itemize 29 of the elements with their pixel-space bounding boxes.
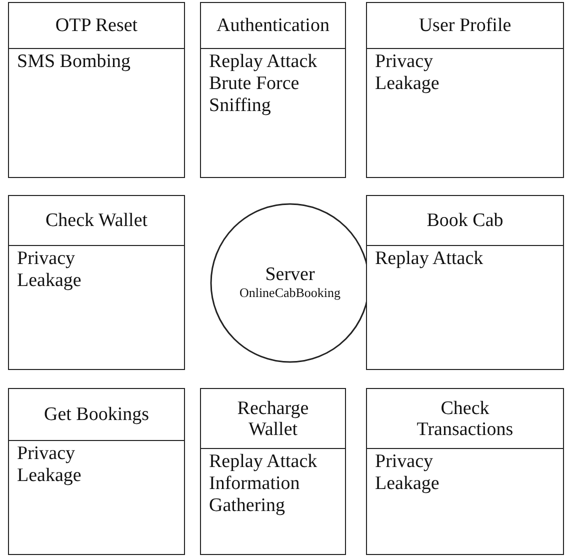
threat-text: Privacy Leakage bbox=[375, 51, 440, 95]
threat-text: Privacy Leakage bbox=[17, 248, 82, 292]
threat-text: SMS Bombing bbox=[17, 51, 131, 73]
threat-text: Information Gathering bbox=[209, 473, 301, 517]
feature-title: Check Wallet bbox=[45, 210, 148, 231]
server-subtitle: OnlineCabBooking bbox=[239, 285, 341, 301]
feature-title: OTP Reset bbox=[55, 15, 138, 36]
feature-box bbox=[200, 2, 346, 178]
feature-title: Book Cab bbox=[426, 210, 504, 231]
feature-box bbox=[366, 388, 564, 555]
feature-box bbox=[8, 195, 185, 370]
feature-title: Recharge Wallet bbox=[236, 398, 310, 440]
feature-box bbox=[366, 195, 564, 370]
feature-title: Get Bookings bbox=[44, 404, 150, 425]
feature-title: Authentication bbox=[216, 15, 330, 36]
threat-text: Replay Attack bbox=[209, 451, 318, 473]
threat-text: Brute Force bbox=[209, 73, 300, 95]
threat-text: Replay Attack bbox=[209, 51, 318, 73]
feature-box bbox=[366, 2, 564, 178]
threat-text: Privacy Leakage bbox=[375, 451, 440, 495]
feature-title: Check Transactions bbox=[416, 398, 514, 440]
server-title: Server bbox=[265, 265, 315, 285]
feature-title: User Profile bbox=[418, 15, 512, 36]
feature-box bbox=[200, 388, 346, 555]
threat-text: Privacy Leakage bbox=[17, 443, 82, 487]
feature-box bbox=[8, 2, 185, 178]
threat-text: Sniffing bbox=[209, 95, 271, 117]
threat-text: Replay Attack bbox=[375, 248, 484, 270]
feature-box bbox=[8, 388, 185, 555]
